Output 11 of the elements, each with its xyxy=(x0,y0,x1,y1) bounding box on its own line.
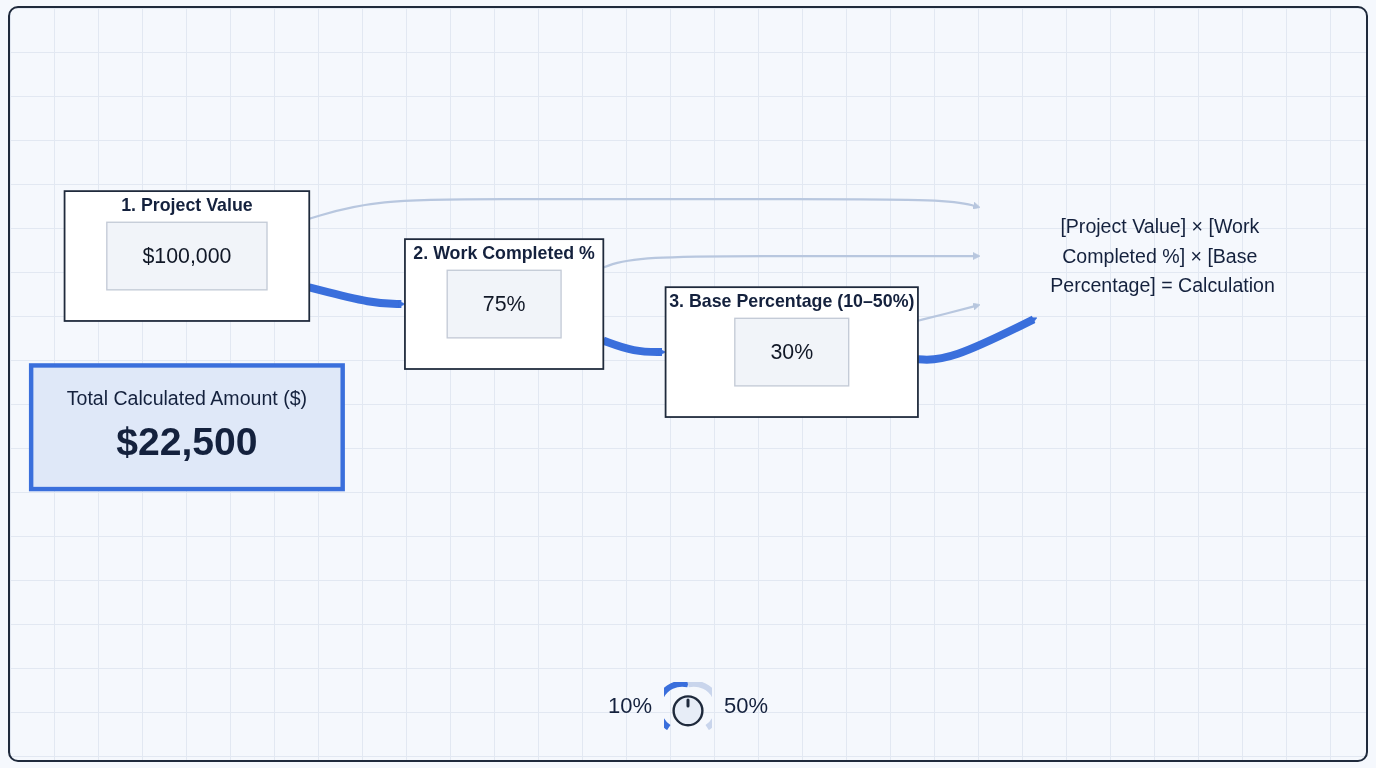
node-box: $100,000 xyxy=(106,221,268,291)
node-box: 75% xyxy=(446,269,562,339)
node-box: 30% xyxy=(734,317,850,387)
arrow xyxy=(601,336,666,356)
arrow xyxy=(917,302,981,322)
scale-label: 50% xyxy=(724,693,769,719)
node-text: [Project Value] × [Work Completed %] × [Base Percentage] = Calculation xyxy=(1050,215,1275,297)
scale-label: 10% xyxy=(607,693,652,719)
arrow xyxy=(917,315,1038,364)
node-box: Total Calculated Amount ($) $22,500 xyxy=(28,363,345,492)
arrow xyxy=(308,283,406,308)
